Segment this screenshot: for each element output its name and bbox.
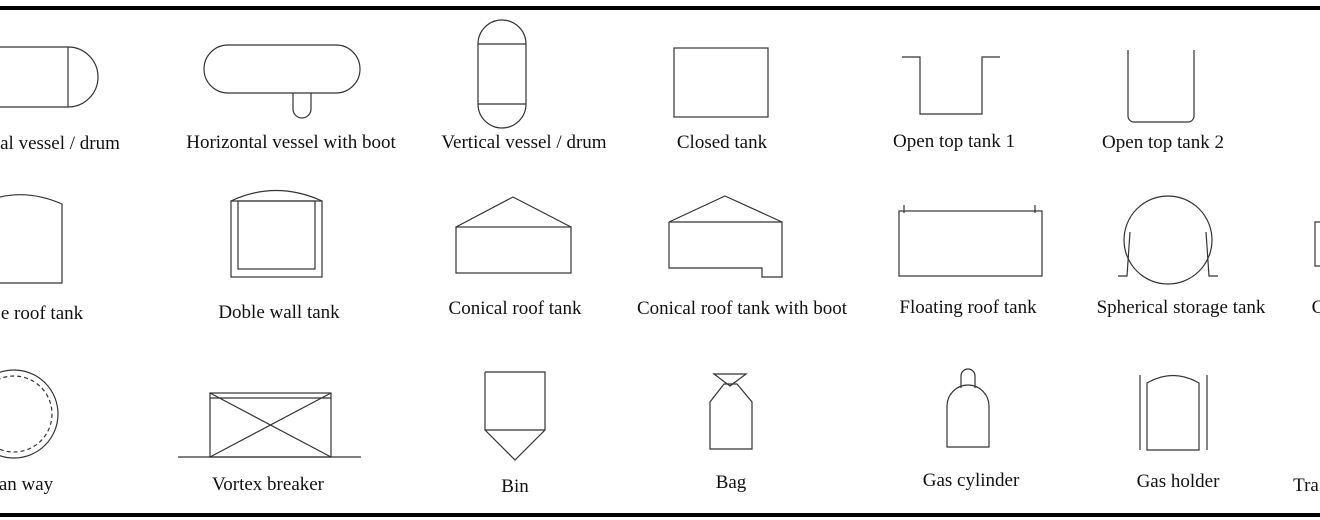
label-conical-roof-tank-boot: Conical roof tank with boot — [636, 298, 848, 319]
symbol-open-top-tank-1 — [902, 56, 1000, 115]
label-bag: Bag — [715, 472, 747, 493]
symbol-conical-roof-tank-boot — [668, 195, 783, 278]
symbol-gas-holder — [1139, 374, 1208, 451]
symbol-horizontal-vessel — [0, 46, 99, 108]
label-open-top-tank-1: Open top tank 1 — [893, 131, 1015, 152]
symbol-partial-row2-right — [1314, 221, 1320, 267]
symbol-conical-roof-tank — [455, 196, 572, 274]
symbol-gas-cylinder — [946, 368, 990, 448]
label-horizontal-vessel-boot: Horizontal vessel with boot — [186, 132, 396, 153]
label-horizontal-vessel: al vessel / drum — [0, 133, 120, 154]
label-open-top-tank-2: Open top tank 2 — [1102, 132, 1224, 153]
symbol-dome-roof-tank — [0, 194, 63, 284]
label-conical-roof-tank: Conical roof tank — [448, 298, 582, 319]
label-man-way: an way — [0, 474, 54, 495]
symbol-bin — [484, 371, 546, 461]
frame-top-border — [0, 6, 1320, 10]
label-vortex-breaker: Vortex breaker — [211, 474, 325, 495]
symbol-bag — [709, 373, 753, 450]
label-gas-holder: Gas holder — [1136, 471, 1220, 492]
symbol-man-way — [0, 369, 59, 459]
symbol-vertical-vessel — [477, 19, 527, 129]
symbol-double-wall-tank — [230, 189, 323, 278]
label-partial-row2-right: C — [1311, 297, 1320, 318]
symbol-closed-tank — [673, 47, 769, 118]
label-dome-roof-tank: e roof tank — [0, 303, 84, 324]
label-spherical-storage-tank: Spherical storage tank — [1096, 297, 1266, 318]
label-closed-tank: Closed tank — [676, 132, 768, 153]
label-floating-roof-tank: Floating roof tank — [899, 297, 1037, 318]
label-partial-row3-right: Tra — [1293, 475, 1319, 496]
label-gas-cylinder: Gas cylinder — [922, 470, 1020, 491]
label-double-wall-tank: Doble wall tank — [218, 302, 340, 323]
symbol-floating-roof-tank — [898, 205, 1043, 277]
symbol-horizontal-vessel-boot — [203, 44, 361, 119]
symbol-spherical-storage-tank — [1118, 195, 1218, 285]
frame-bottom-border — [0, 513, 1320, 517]
symbol-vortex-breaker — [178, 392, 361, 458]
label-bin: Bin — [501, 476, 529, 497]
label-vertical-vessel: Vertical vessel / drum — [441, 132, 607, 153]
symbol-open-top-tank-2 — [1127, 50, 1195, 123]
